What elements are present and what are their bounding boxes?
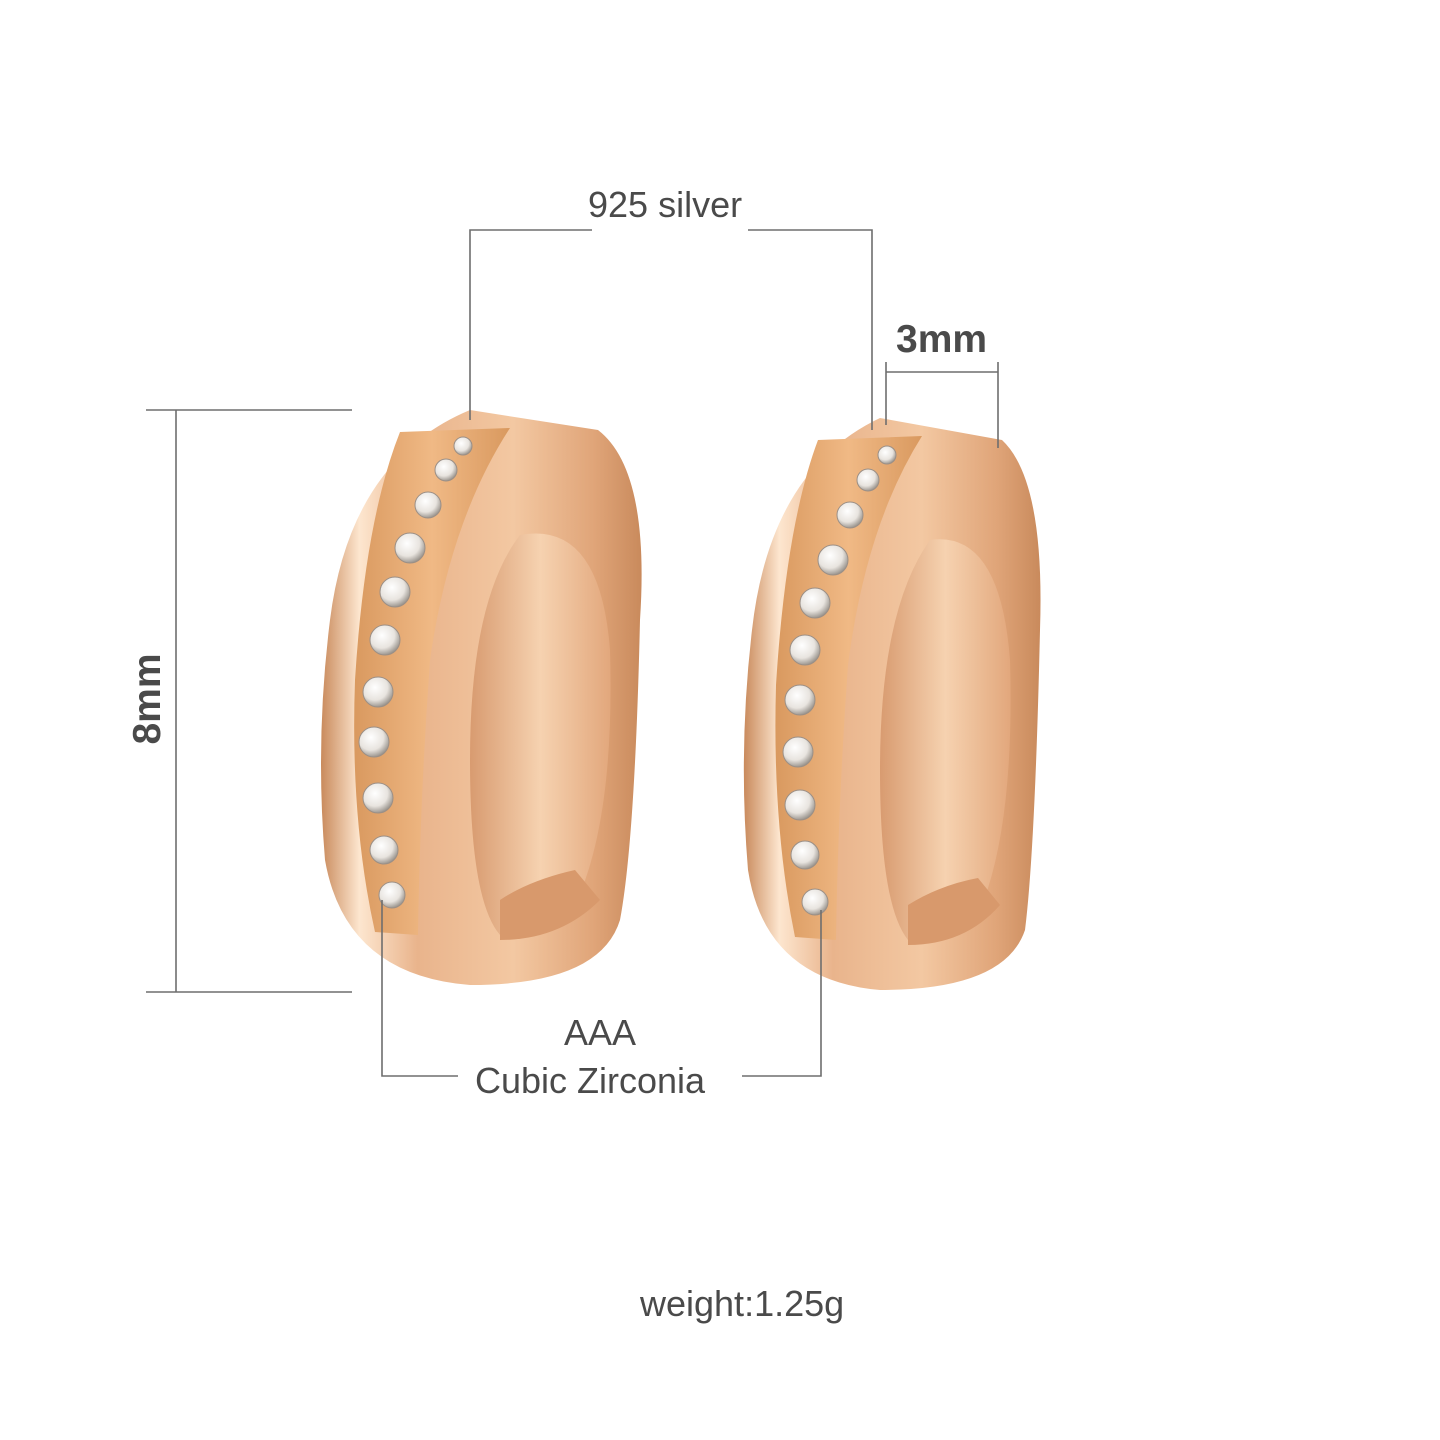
stone-callout-line-right [742,910,822,1077]
width-dimension-label: 3mm [896,318,988,361]
stone-grade-label: AAA [563,1012,637,1053]
silver-callout-line [469,229,592,420]
material-label: 925 silver [588,184,743,225]
stone-callout-line-left [381,900,458,1077]
left-stone-row [358,436,473,909]
stone-type-label: Cubic Zirconia [475,1060,706,1101]
right-earring [743,418,1041,990]
silver-callout-line-right [748,229,873,430]
height-dimension-label: 8mm [126,653,169,745]
right-stone-row [782,445,897,916]
weight-label: weight:1.25g [640,1283,845,1324]
left-earring [321,410,642,985]
